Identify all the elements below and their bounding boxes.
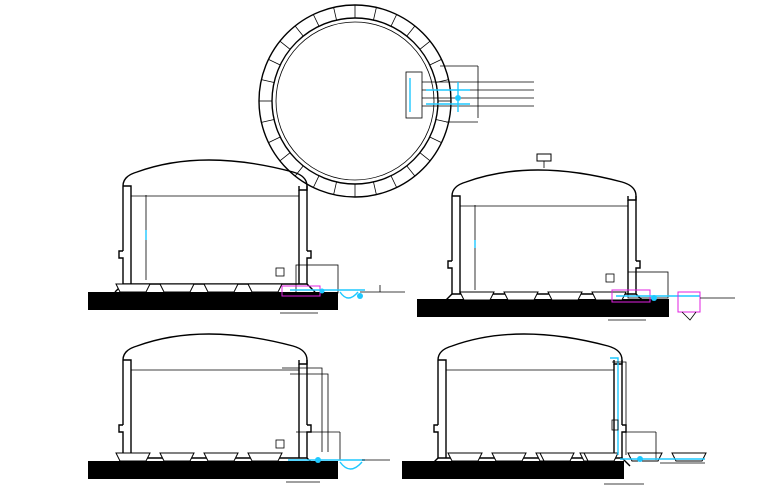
ring-segment-tick <box>406 25 416 37</box>
ring-segment-tick <box>312 14 320 27</box>
section-a <box>88 159 405 314</box>
section-b <box>417 153 735 321</box>
section-c-ground <box>88 461 338 479</box>
ring-segment-tick <box>261 119 275 123</box>
plan-ring-segments <box>259 5 451 197</box>
section-d-ground <box>402 461 624 479</box>
ring-segment-tick <box>406 165 416 177</box>
plan-inner-ring <box>271 17 439 185</box>
section-b-pipework <box>605 271 735 321</box>
ring-segment-tick <box>268 136 281 144</box>
section-a-ground <box>88 292 338 310</box>
ring-segment-tick <box>279 40 291 50</box>
ring-segment-tick <box>373 7 377 21</box>
ring-segment-tick <box>390 175 398 188</box>
ring-segment-tick <box>268 58 281 66</box>
ring-segment-tick <box>333 7 337 21</box>
ring-segment-tick <box>419 152 431 162</box>
plan-view <box>258 4 534 198</box>
ring-segment-tick <box>429 136 442 144</box>
ring-segment-tick <box>419 40 431 50</box>
section-c-pipework <box>275 367 390 470</box>
ring-segment-tick <box>429 58 442 66</box>
section-b-ground <box>417 299 669 317</box>
ring-segment-tick <box>294 25 304 37</box>
ring-segment-tick <box>294 165 304 177</box>
section-d <box>402 333 707 485</box>
section-c <box>88 333 390 483</box>
plan-pipe-connection <box>405 65 534 123</box>
ring-segment-tick <box>390 14 398 27</box>
plan-valve-chamber <box>405 71 423 119</box>
plan-wall-line <box>275 21 435 181</box>
section-d-pipework <box>610 357 705 464</box>
ring-segment-tick <box>261 79 275 83</box>
section-a-pipework <box>275 264 405 299</box>
ring-segment-tick <box>373 181 377 195</box>
ring-segment-tick <box>312 175 320 188</box>
ring-segment-tick <box>333 181 337 195</box>
ring-segment-tick <box>279 152 291 162</box>
